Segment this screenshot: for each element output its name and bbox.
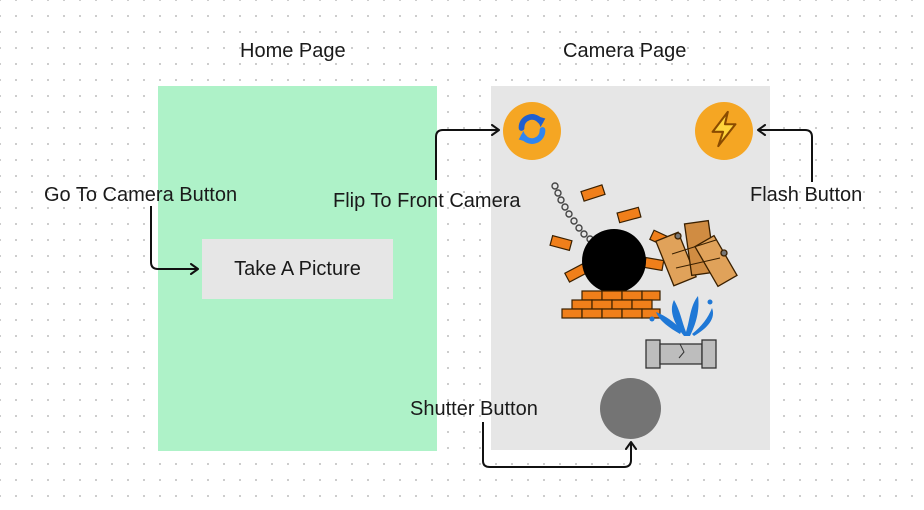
go-to-camera-label: Go To Camera Button <box>44 184 238 206</box>
broken-pipe <box>645 339 717 369</box>
wrecking-ball <box>582 229 646 293</box>
flip-camera-label: Flip To Front Camera <box>333 190 521 212</box>
arrow-flip-camera <box>435 124 500 180</box>
water-splash <box>649 296 714 336</box>
flip-camera-icon <box>513 110 551 153</box>
shutter-button[interactable] <box>600 378 661 439</box>
lightning-icon <box>707 110 741 153</box>
take-picture-button[interactable]: Take A Picture <box>202 239 393 299</box>
wooden-planks <box>655 219 738 288</box>
shutter-button-label: Shutter Button <box>410 398 538 420</box>
flying-bricks <box>549 184 673 283</box>
flash-button-label: Flash Button <box>750 184 863 206</box>
camera-page-title: Camera Page <box>563 40 687 62</box>
home-page-title: Home Page <box>240 40 346 62</box>
flash-button[interactable] <box>695 102 753 160</box>
chain <box>551 182 594 243</box>
flip-camera-button[interactable] <box>503 102 561 160</box>
brick-wall <box>561 290 661 319</box>
demolition-illustration <box>549 182 738 369</box>
